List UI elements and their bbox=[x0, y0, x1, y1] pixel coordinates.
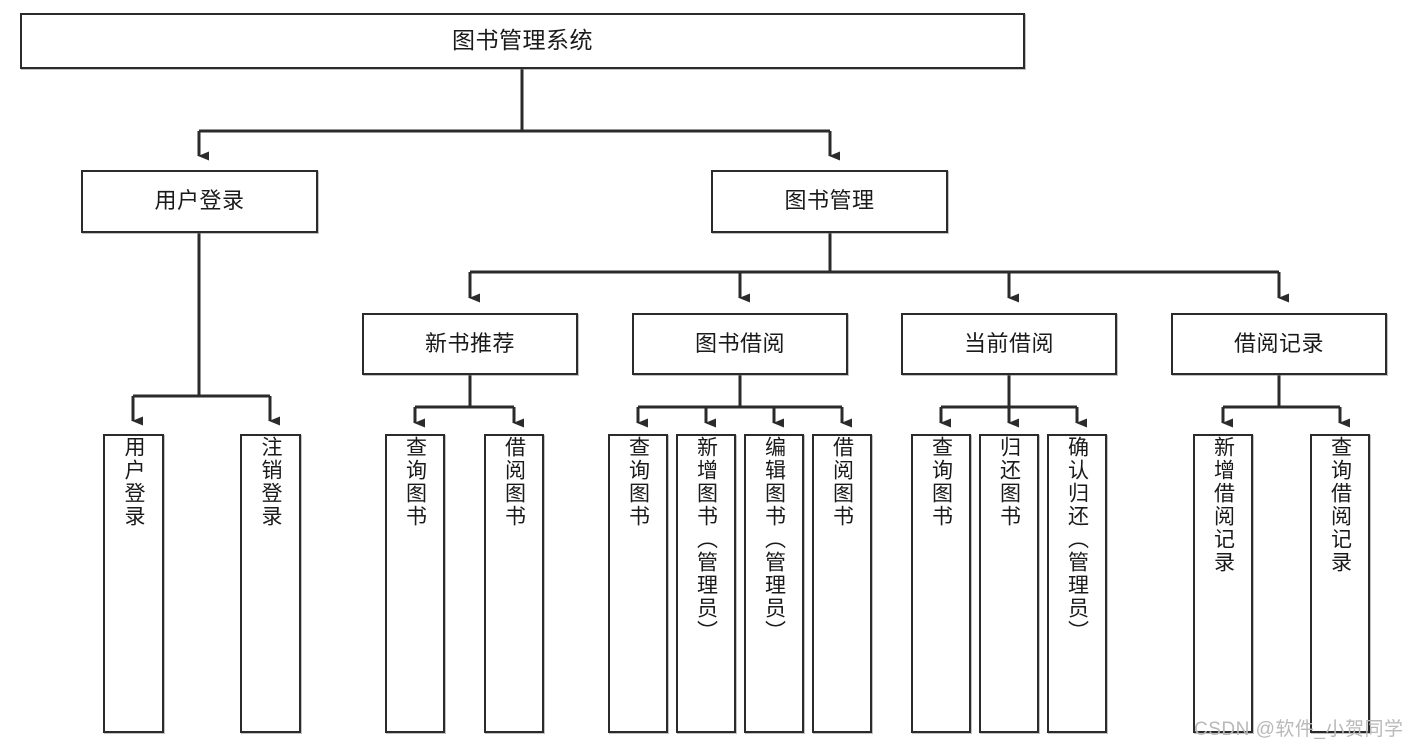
node-leaf-return-book-label: 归还图书 bbox=[997, 436, 1021, 528]
node-leaf-user-login[interactable]: 用户登录 bbox=[103, 434, 164, 733]
node-leaf-return-book[interactable]: 归还图书 bbox=[979, 434, 1039, 733]
node-leaf-add-record-label: 新增借阅记录 bbox=[1211, 436, 1235, 574]
node-leaf-query-record-label: 查询借阅记录 bbox=[1328, 436, 1352, 574]
node-root-book-management-system[interactable]: 图书管理系统 bbox=[20, 13, 1025, 69]
node-leaf-add-book[interactable]: 新增图书（管理员） bbox=[676, 434, 736, 733]
node-book-manage-label: 图书管理 bbox=[784, 188, 875, 214]
node-leaf-add-record[interactable]: 新增借阅记录 bbox=[1193, 434, 1253, 733]
node-leaf-logout-login[interactable]: 注销登录 bbox=[240, 434, 301, 733]
node-new-book-recommend[interactable]: 新书推荐 bbox=[362, 313, 578, 375]
node-leaf-query-book-2-label: 查询图书 bbox=[626, 436, 650, 528]
node-user-login[interactable]: 用户登录 bbox=[81, 170, 318, 233]
node-leaf-logout-login-label: 注销登录 bbox=[259, 436, 282, 528]
node-leaf-edit-book[interactable]: 编辑图书（管理员） bbox=[744, 434, 804, 733]
node-borrow-record-label: 借阅记录 bbox=[1233, 330, 1324, 356]
node-user-login-label: 用户登录 bbox=[154, 188, 245, 214]
node-leaf-query-book-2[interactable]: 查询图书 bbox=[608, 434, 668, 733]
node-leaf-query-book-3-label: 查询图书 bbox=[929, 436, 953, 528]
node-book-borrow-label: 图书借阅 bbox=[694, 330, 785, 356]
node-leaf-query-book-3[interactable]: 查询图书 bbox=[911, 434, 971, 733]
node-root-label: 图书管理系统 bbox=[452, 27, 593, 54]
node-book-manage[interactable]: 图书管理 bbox=[711, 170, 948, 233]
node-leaf-add-book-label: 新增图书（管理员） bbox=[694, 436, 718, 643]
node-leaf-query-record[interactable]: 查询借阅记录 bbox=[1310, 434, 1370, 733]
node-leaf-edit-book-label: 编辑图书（管理员） bbox=[762, 436, 786, 643]
node-current-borrow-label: 当前借阅 bbox=[963, 330, 1054, 356]
node-leaf-confirm-return[interactable]: 确认归还（管理员） bbox=[1047, 434, 1107, 733]
node-leaf-borrow-book-1-label: 借阅图书 bbox=[502, 436, 526, 528]
node-leaf-user-login-label: 用户登录 bbox=[122, 436, 145, 528]
node-leaf-borrow-book-1[interactable]: 借阅图书 bbox=[484, 434, 544, 733]
csdn-watermark: CSDN @软件_小贺同学 bbox=[1194, 719, 1404, 740]
node-leaf-query-book-1[interactable]: 查询图书 bbox=[385, 434, 445, 733]
node-new-book-recommend-label: 新书推荐 bbox=[424, 330, 515, 356]
node-leaf-borrow-book-2-label: 借阅图书 bbox=[830, 436, 854, 528]
node-leaf-borrow-book-2[interactable]: 借阅图书 bbox=[812, 434, 872, 733]
node-current-borrow[interactable]: 当前借阅 bbox=[901, 313, 1117, 375]
node-borrow-record[interactable]: 借阅记录 bbox=[1171, 313, 1387, 375]
node-leaf-query-book-1-label: 查询图书 bbox=[403, 436, 427, 528]
node-leaf-confirm-return-label: 确认归还（管理员） bbox=[1065, 436, 1089, 643]
node-book-borrow[interactable]: 图书借阅 bbox=[632, 313, 848, 375]
